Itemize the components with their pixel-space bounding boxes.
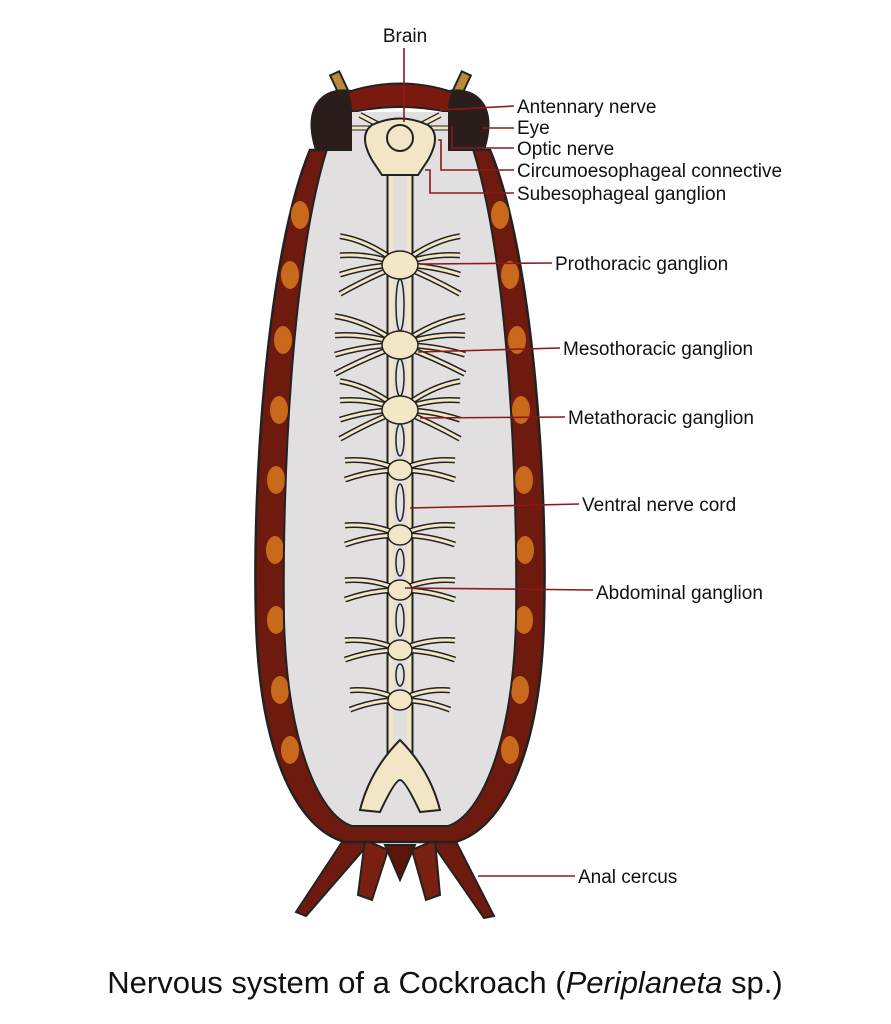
leader-lines bbox=[403, 48, 594, 877]
cord-loop bbox=[395, 663, 405, 687]
label-metathoracic-ganglion: Metathoracic ganglion bbox=[568, 408, 754, 429]
cord-loop bbox=[395, 358, 405, 397]
segment-notch bbox=[516, 536, 534, 564]
segment-notches bbox=[266, 201, 534, 764]
figure-title: Nervous system of a Cockroach (Periplane… bbox=[107, 965, 782, 1000]
title-rest: sp.) bbox=[722, 965, 782, 1000]
nervous-system bbox=[333, 172, 467, 814]
terminal-abdominal-ganglion bbox=[358, 738, 442, 814]
thoracic-ganglion bbox=[381, 330, 419, 360]
abdominal-ganglion bbox=[387, 689, 413, 711]
segment-notch bbox=[271, 676, 289, 704]
segment-notch bbox=[291, 201, 309, 229]
cord-loop bbox=[395, 483, 405, 522]
cord-loop bbox=[395, 548, 405, 577]
thoracic-ganglion bbox=[381, 250, 419, 280]
segment-notch bbox=[508, 326, 526, 354]
abdominal-ganglion bbox=[387, 459, 413, 481]
title-genus: Periplaneta bbox=[566, 965, 723, 1000]
segment-notch bbox=[270, 396, 288, 424]
segment-notch bbox=[515, 606, 533, 634]
label-brain: Brain bbox=[383, 26, 427, 47]
segment-notch bbox=[267, 466, 285, 494]
label-optic-nerve: Optic nerve bbox=[517, 139, 614, 160]
cord-loop bbox=[395, 423, 405, 457]
segment-notch bbox=[491, 201, 509, 229]
label-abdominal-ganglion: Abdominal ganglion bbox=[596, 583, 763, 604]
segment-notch bbox=[281, 736, 299, 764]
segment-notch bbox=[511, 676, 529, 704]
segment-notch bbox=[266, 536, 284, 564]
cord-loop bbox=[395, 603, 405, 637]
cord-gap bbox=[393, 172, 407, 790]
brain bbox=[364, 117, 436, 176]
anal-cerci bbox=[294, 828, 496, 920]
segment-notch bbox=[515, 466, 533, 494]
segment-notch bbox=[281, 261, 299, 289]
segment-notch bbox=[267, 606, 285, 634]
abdominal-ganglion bbox=[387, 579, 413, 601]
label-antennary-nerve: Antennary nerve bbox=[517, 97, 656, 118]
abdominal-ganglion bbox=[387, 639, 413, 661]
segment-notch bbox=[274, 326, 292, 354]
label-circumoesophageal-connective: Circumoesophageal connective bbox=[517, 161, 782, 182]
segment-notch bbox=[512, 396, 530, 424]
label-subesophageal-ganglion: Subesophageal ganglion bbox=[517, 184, 726, 205]
label-anal-cercus: Anal cercus bbox=[578, 867, 677, 888]
segment-notch bbox=[501, 261, 519, 289]
label-eye: Eye bbox=[517, 118, 550, 139]
segment-notch bbox=[501, 736, 519, 764]
thoracic-ganglion bbox=[381, 395, 419, 425]
cord-loop bbox=[395, 278, 405, 332]
title-main: Nervous system of a Cockroach ( bbox=[107, 965, 566, 1000]
label-mesothoracic-ganglion: Mesothoracic ganglion bbox=[563, 339, 753, 360]
label-prothoracic-ganglion: Prothoracic ganglion bbox=[555, 254, 728, 275]
abdominal-ganglion bbox=[387, 524, 413, 546]
label-ventral-nerve-cord: Ventral nerve cord bbox=[582, 495, 736, 516]
